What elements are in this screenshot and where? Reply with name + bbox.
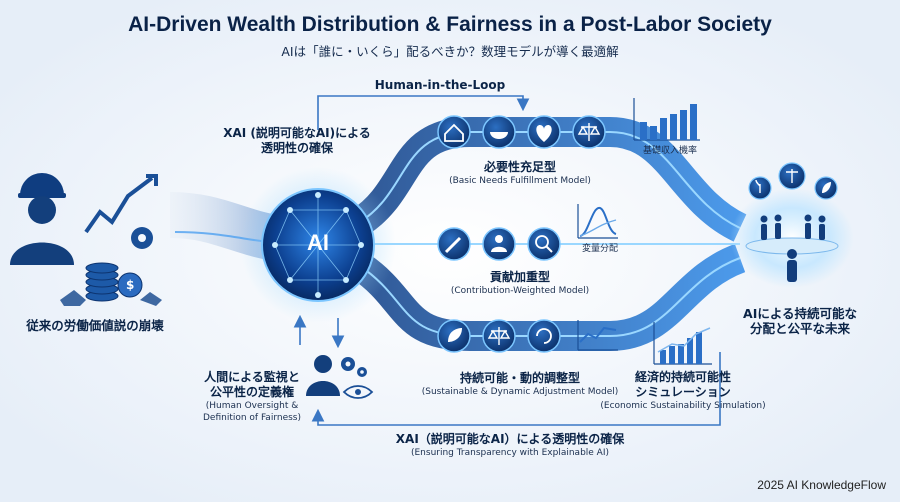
broken-chart-icon [84, 174, 158, 234]
variable-label: 変量分配 [581, 244, 618, 254]
model-basic-needs-label: 必要性充足型 [483, 160, 556, 174]
simulation-chart [653, 322, 712, 365]
future-society-illustration [730, 188, 854, 288]
page-subtitle: AIは「誰に・いくら」配るべきか？数理モデルが導く最適解 [281, 44, 619, 59]
hitl-loop-arrow [317, 95, 530, 130]
cycle-icon [527, 319, 561, 353]
model-basic-needs-en: (Basic Needs Fulfillment Model) [449, 176, 591, 186]
human-en2: Definition of Fairness) [202, 413, 301, 423]
future-scale-icon [778, 162, 806, 190]
model-contribution: 貢献加重型 (Contribution-Weighted Model) [410, 270, 630, 297]
house-icon [437, 115, 471, 149]
model-sustainable-en: (Sustainable & Dynamic Adjustment Model) [421, 387, 619, 397]
simulation-en: (Economic Sustainability Simulation) [600, 401, 766, 411]
bottom-xai-en: (Ensuring Transparency with Explainable … [410, 448, 609, 458]
simulation-line2: シミュレーション [635, 385, 731, 399]
model-contribution-en: (Contribution-Weighted Model) [450, 286, 590, 296]
human-oversight-icon [306, 355, 340, 396]
future-line1: AIによる持続可能な [743, 306, 857, 321]
simulation-block: 経済的持続可能性 シミュレーション (Economic Sustainabili… [598, 370, 768, 412]
sustainable-line-chart [577, 320, 618, 351]
worker-icon [10, 173, 74, 265]
dollar-icon: $ [126, 278, 134, 292]
model-sustainable: 持続可能・動的調整型 (Sustainable & Dynamic Adjust… [402, 371, 638, 398]
hitl-label: Human-in-the-Loop [374, 78, 506, 92]
future-plant-icon [748, 176, 772, 200]
basic-income-bar-chart [633, 98, 700, 141]
scale-icon [482, 319, 516, 353]
settings-gears-icon [341, 357, 367, 377]
human-line2: 公平性の定義権 [209, 385, 294, 399]
leaf-icon [437, 319, 471, 353]
food-bowl-icon [482, 115, 516, 149]
rubble-icon [60, 290, 162, 306]
model-basic-needs: 必要性充足型 (Basic Needs Fulfillment Model) [420, 160, 620, 187]
human-oversight-block: 人間による監視と 公平性の定義権 (Human Oversight & Defi… [192, 370, 312, 424]
page-title: AI-Driven Wealth Distribution & Fairness… [128, 13, 772, 36]
human-en1: (Human Oversight & [205, 401, 299, 411]
coins-icon [85, 262, 143, 302]
future-leaf-icon [814, 176, 838, 200]
human-line1: 人間による監視と [204, 370, 300, 384]
xai-feedback-arrow [311, 352, 721, 426]
bottom-xai-block: XAI（説明可能なAI）による透明性の確保 (Ensuring Transpar… [340, 432, 680, 459]
credit-text: 2025 AI KnowledgeFlow [757, 478, 886, 492]
ai-core-label: AI [307, 230, 329, 255]
balance-scale-icon [572, 115, 606, 149]
simulation-line1: 経済的持続可能性 [634, 370, 731, 384]
team-icon [482, 227, 516, 261]
pencil-icon [437, 227, 471, 261]
variable-curve-chart [577, 204, 618, 239]
eye-icon [342, 385, 374, 399]
xai-top-line1: XAI (説明可能なAI)による [223, 126, 371, 140]
ai-core-node [240, 167, 396, 323]
future-block: AIによる持続可能な 分配と公平な未来 [720, 306, 880, 336]
bottom-xai-label: XAI（説明可能なAI）による透明性の確保 [395, 432, 625, 446]
xai-top-line2: 透明性の確保 [260, 141, 333, 155]
xai-top-label: XAI (説明可能なAI)による 透明性の確保 [222, 126, 372, 156]
magnifier-chart-icon [527, 227, 561, 261]
model-contribution-label: 貢献加重型 [489, 270, 550, 284]
basic-income-label: 基礎収入機率 [642, 146, 697, 156]
future-line2: 分配と公平な未来 [749, 321, 850, 336]
health-heart-icon [527, 115, 561, 149]
model-sustainable-label: 持続可能・動的調整型 [459, 371, 580, 385]
collapse-label: 従来の労働価値説の崩壊 [26, 318, 164, 333]
gear-icon [131, 227, 153, 249]
